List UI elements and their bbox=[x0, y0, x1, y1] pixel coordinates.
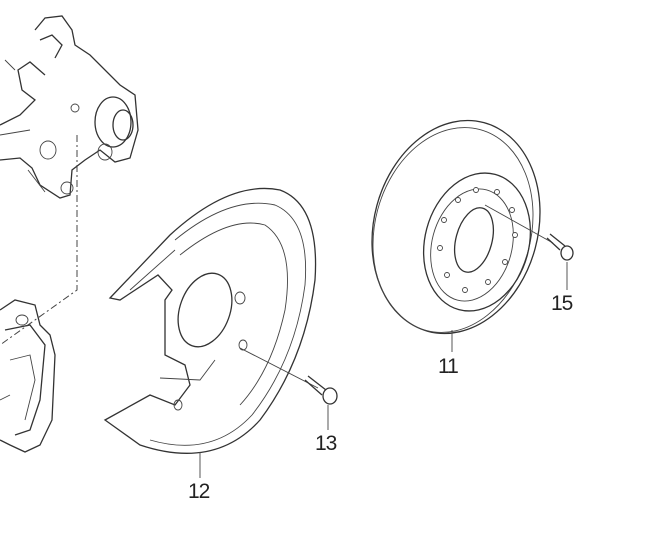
callout-11: 11 bbox=[438, 355, 459, 378]
leader-15 bbox=[484, 204, 554, 244]
brake-caliper-carrier bbox=[0, 299, 56, 453]
leader-13 bbox=[239, 347, 319, 389]
disc-screw bbox=[546, 233, 574, 261]
assembly-line-knuckle bbox=[0, 135, 78, 346]
brake-disc bbox=[371, 119, 541, 335]
callout-15: 15 bbox=[551, 292, 573, 315]
callout-13: 13 bbox=[315, 432, 337, 455]
wheel-hub-knuckle bbox=[0, 15, 139, 199]
shield-bolt bbox=[304, 375, 338, 405]
splash-shield bbox=[103, 187, 317, 454]
callout-12: 12 bbox=[188, 480, 210, 503]
